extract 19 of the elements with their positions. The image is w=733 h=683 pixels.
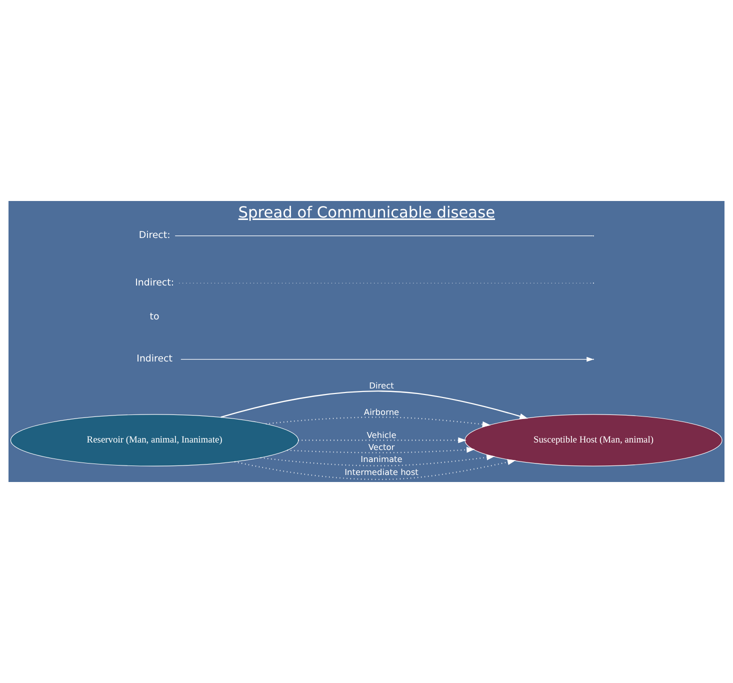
edge-label: Inanimate	[360, 454, 402, 464]
arrow	[234, 459, 516, 480]
edge-label: Intermediate host	[344, 467, 418, 478]
edge-label: Vector	[368, 442, 395, 452]
edge-label: Direct	[369, 380, 394, 390]
legend-label: Direct:	[138, 230, 170, 242]
node-ellipse: Reservoir (Man, animal, Inanimate)	[10, 414, 299, 466]
edge-label: Vehicle	[366, 430, 396, 440]
arrow	[180, 356, 594, 362]
arrow	[220, 390, 528, 420]
arrow	[266, 416, 491, 428]
arrow	[298, 437, 466, 444]
arrow	[287, 446, 475, 454]
node-text: Indirect	[136, 354, 172, 365]
label: to	[150, 312, 160, 323]
arrow	[260, 454, 495, 466]
legend-label: Indirect:	[135, 277, 174, 288]
edge-label: Airborne	[364, 406, 400, 417]
diagram-title: Spread of Communicable disease	[238, 203, 496, 222]
